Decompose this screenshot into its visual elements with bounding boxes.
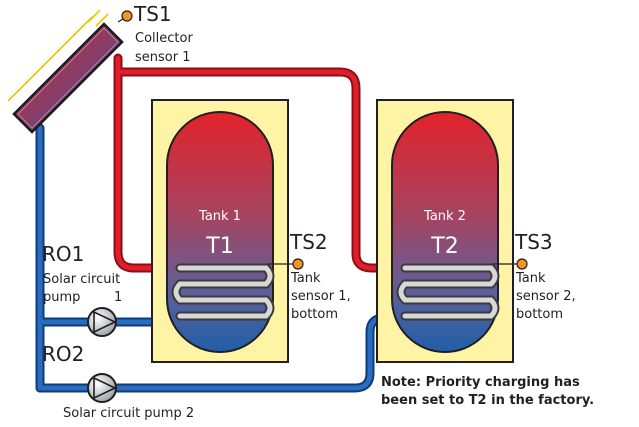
factory-note-line1: Note: Priority charging has (381, 375, 580, 390)
ts1-desc-line2: sensor 1 (135, 50, 191, 65)
ro1-desc-number: 1 (114, 290, 123, 305)
solar-collector (12, 22, 124, 134)
ts3-desc-line1: Tank (516, 271, 546, 286)
ts1-label: TS1 (134, 2, 172, 26)
pump-ro1-icon (87, 307, 117, 337)
ts1-desc-line1: Collector (135, 31, 193, 46)
ts2-sensor-dot (292, 258, 304, 270)
sun-rays-icon (7, 9, 109, 102)
ts2-label: TS2 (290, 230, 328, 254)
tank-2 (376, 99, 514, 363)
factory-note-line2: been set to T2 in the factory. (381, 393, 595, 408)
ts3-desc-line3: bottom (516, 307, 564, 322)
tank-1 (151, 99, 289, 363)
ts3-sensor-dot (516, 258, 528, 270)
tank-2-id: T2 (431, 234, 459, 259)
ro2-label: RO2 (42, 342, 85, 366)
heat-exchanger-coil-1 (171, 263, 275, 321)
tank-1-id: T1 (206, 234, 234, 259)
tank-2-label: Tank 2 (424, 209, 466, 224)
ro1-desc-line1: Solar circuit (43, 272, 121, 287)
ro2-desc: Solar circuit pump 2 (63, 406, 195, 421)
heat-exchanger-coil-2 (396, 263, 500, 321)
ro1-desc-line2: pump (43, 290, 81, 305)
ts2-desc-line3: bottom (291, 307, 339, 322)
pump-ro2-icon (87, 373, 117, 403)
ts3-label: TS3 (515, 230, 553, 254)
ts2-desc-line1: Tank (291, 271, 321, 286)
ts2-desc-line2: sensor 1, (291, 289, 351, 304)
tank-1-label: Tank 1 (199, 209, 241, 224)
ro1-label: RO1 (42, 242, 85, 266)
ts3-desc-line2: sensor 2, (516, 289, 576, 304)
ts1-sensor-dot (121, 10, 133, 22)
